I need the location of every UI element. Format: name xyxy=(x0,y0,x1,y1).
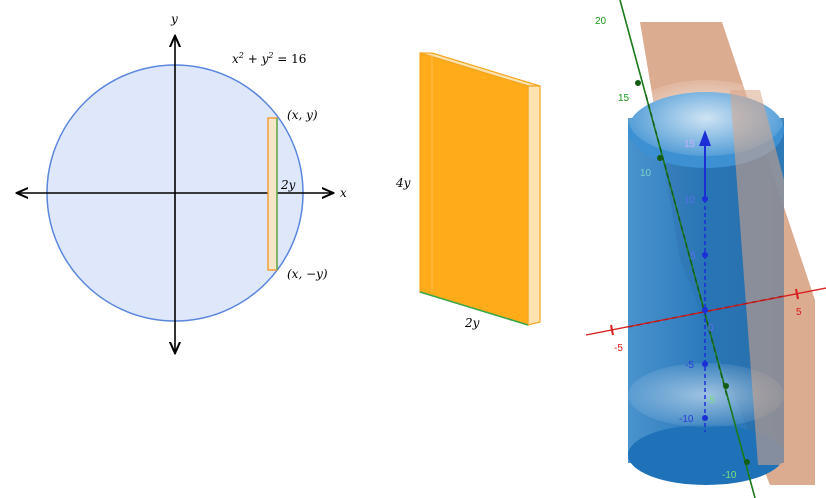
slab-side-face xyxy=(527,85,541,326)
y-point-neg10 xyxy=(744,459,750,465)
top-partial-tick: 20 xyxy=(595,16,607,27)
y-tick-label-neg5: -5 xyxy=(706,395,715,406)
y-point-neg5 xyxy=(723,383,729,389)
slab-bottom-edge xyxy=(419,291,529,326)
solid-3d-view: -5 5 20 15 10 -5 -10 15 10 5 0 -5 -10 xyxy=(585,0,826,498)
strip-height-label: 2y xyxy=(280,178,296,192)
z-tick-label-0: 0 xyxy=(708,323,714,334)
x-tick-label-pos: 5 xyxy=(796,307,802,318)
x-tick-pos xyxy=(795,288,799,300)
y-axis-3d-hidden xyxy=(645,94,729,401)
z-point-0 xyxy=(702,307,708,313)
z-tick-label-5: 5 xyxy=(690,251,696,262)
circle-diagram: x y x2 + y2 = 16 (x, y) (x, −y) 2y xyxy=(18,12,347,352)
slab-height-label: 4y xyxy=(395,176,411,190)
z-tick-label-neg10: -10 xyxy=(679,414,694,425)
y-tick-label-neg10: -10 xyxy=(722,470,737,481)
lower-point-label: (x, −y) xyxy=(287,267,328,281)
slab-front-overlap xyxy=(730,90,784,465)
cylinder-bottom xyxy=(628,425,784,485)
z-point-neg5 xyxy=(702,361,708,367)
z-tick-label-15: 15 xyxy=(684,139,696,150)
slab-width-label: 2y xyxy=(464,316,480,330)
z-axis-arrowhead xyxy=(699,130,711,146)
y-axis-label: y xyxy=(170,12,178,26)
z-point-15 xyxy=(702,140,708,146)
cylinder-bottom-glow xyxy=(628,363,784,427)
circle-equation: x2 + y2 = 16 xyxy=(232,51,306,66)
upper-point-label: (x, y) xyxy=(287,108,318,122)
z-point-neg10 xyxy=(702,415,708,421)
slab-front-face xyxy=(419,52,529,326)
z-point-5 xyxy=(702,252,708,258)
x-tick-label-neg: -5 xyxy=(614,343,623,354)
y-tick-label-15: 15 xyxy=(618,93,630,104)
y-point-15 xyxy=(635,80,641,86)
z-tick-label-neg5: -5 xyxy=(685,360,694,371)
y-axis-3d xyxy=(619,0,756,498)
z-point-10 xyxy=(702,196,708,202)
y-tick-label-10: 10 xyxy=(640,168,652,179)
y-point-10 xyxy=(657,155,663,161)
x-tick-neg xyxy=(610,324,614,336)
slab-diagram: 4y 2y xyxy=(395,52,541,330)
z-tick-label-10: 10 xyxy=(684,195,696,206)
x-axis-label: x xyxy=(340,186,347,200)
cross-section-strip xyxy=(267,117,278,271)
